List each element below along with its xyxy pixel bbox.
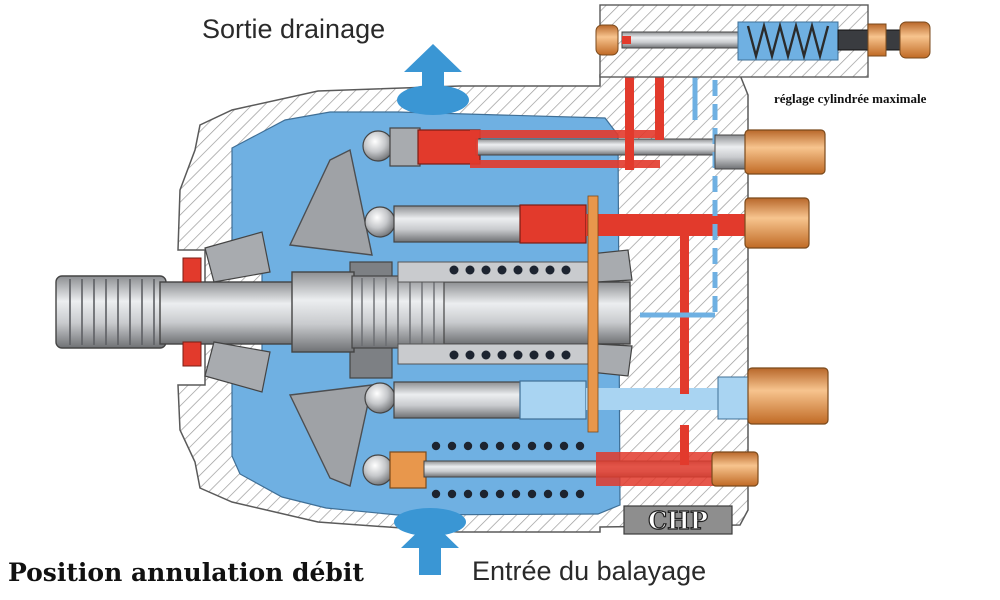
port-fitting-3	[717, 367, 829, 425]
sweep-inlet-label: Entrée du balayage	[472, 556, 707, 586]
drain-outlet-arrow	[397, 44, 469, 115]
port-fittings	[711, 129, 829, 487]
swashplate-lower	[288, 384, 373, 487]
regulator-spool	[621, 31, 749, 49]
flow-cancel-position-title: Position annulation débit	[8, 558, 364, 587]
cylinder-bore-high-pressure	[519, 204, 587, 244]
front-bearing-upper	[204, 231, 271, 283]
swashplate-upper	[288, 148, 373, 256]
shaft-seal-lower	[182, 341, 202, 367]
piston-ball-joint	[364, 382, 396, 414]
shaft-collar	[291, 271, 355, 353]
bias-piston-bottom	[362, 441, 725, 499]
max-displacement-adjust-label: réglage cylindrée maximale	[774, 91, 927, 106]
piston-ball-joint	[362, 130, 394, 162]
shaft-spline-end	[55, 275, 167, 349]
max-displacement-regulator	[595, 4, 931, 78]
piston-ball-joint	[362, 454, 394, 486]
piston-3	[364, 380, 750, 420]
spline-teeth	[69, 279, 155, 345]
valve-plate-channels	[587, 40, 718, 465]
shaft-seal-upper	[182, 257, 202, 283]
drive-shaft	[55, 231, 633, 393]
valve-plate	[587, 195, 599, 433]
control-rod	[475, 138, 721, 156]
adjust-nut	[867, 23, 887, 57]
chp-logo: CHP	[623, 505, 733, 536]
regulator-plug	[595, 24, 619, 56]
sweep-inlet-arrow	[394, 508, 466, 575]
outlet-channel-high-pressure	[586, 214, 750, 236]
cylinder-block	[397, 261, 589, 365]
bias-spring	[431, 441, 585, 499]
adjust-cap	[899, 21, 931, 59]
svg-text:CHP: CHP	[648, 506, 708, 535]
piston-ball-joint	[364, 206, 396, 238]
centre-spring	[449, 265, 571, 360]
drain-outlet-label: Sortie drainage	[202, 14, 386, 44]
inlet-channel-low-pressure	[586, 388, 750, 410]
regulator-spring	[746, 21, 830, 61]
front-bearing-lower	[204, 341, 271, 393]
piston-2	[364, 204, 750, 244]
port-fitting-4	[711, 451, 759, 487]
port-fitting-1	[714, 129, 826, 175]
piston-high-pressure-chamber	[417, 129, 481, 165]
port-fitting-2	[744, 197, 810, 249]
cylinder-bore-low-pressure	[519, 380, 587, 420]
control-piston-top	[362, 127, 721, 168]
